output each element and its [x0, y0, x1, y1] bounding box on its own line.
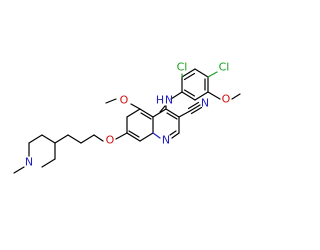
bond: [54, 134, 69, 144]
bond: [139, 132, 154, 142]
bond: [194, 91, 209, 101]
chlorine-atom-label: Cl: [177, 61, 188, 74]
bond: [130, 103, 141, 110]
nitrile-nitrogen-label: N: [201, 97, 209, 110]
bond: [165, 108, 180, 118]
bond: [178, 110, 191, 118]
bond: [80, 134, 95, 144]
bond: [41, 158, 56, 168]
bond: [170, 91, 183, 100]
bond: [115, 132, 128, 140]
chemical-structure-diagram: Cl Cl N H O O N N O N: [13, 61, 241, 174]
atom-labels: Cl Cl N H O O N N O N: [25, 61, 231, 169]
bond: [13, 166, 25, 174]
bond: [166, 112, 178, 120]
bond: [159, 105, 166, 113]
bond: [139, 108, 154, 118]
bond: [169, 130, 177, 136]
methoxy-oxygen-label: O: [222, 93, 231, 106]
bond: [93, 134, 104, 142]
bond: [207, 71, 218, 78]
bond: [105, 98, 117, 104]
bond: [207, 91, 221, 100]
bond: [194, 68, 209, 78]
bond: [28, 134, 43, 144]
bond: [187, 101, 200, 110]
bond: [152, 132, 161, 139]
bond: [126, 108, 141, 118]
bonds: [13, 68, 241, 174]
bond: [152, 108, 167, 118]
bond: [190, 106, 203, 115]
bond: [183, 89, 196, 97]
bond: [41, 134, 56, 144]
amine-hydrogen-label: H: [156, 94, 164, 107]
bond: [171, 132, 180, 139]
bond: [126, 132, 141, 142]
bond: [140, 112, 152, 120]
bond: [189, 104, 201, 112]
amine-nitrogen-label: N: [165, 94, 173, 107]
bond: [67, 134, 82, 144]
ether-oxygen-label: O: [106, 134, 115, 147]
piperidine-nitrogen-label: N: [25, 156, 33, 169]
quinoline-nitrogen-label: N: [162, 134, 170, 147]
bond: [128, 130, 140, 138]
chlorine-atom-label: Cl: [219, 61, 230, 74]
bond: [181, 91, 196, 101]
bond: [183, 72, 196, 81]
methoxy-oxygen-label: O: [120, 94, 129, 107]
bond: [181, 68, 196, 78]
bond: [231, 93, 241, 100]
